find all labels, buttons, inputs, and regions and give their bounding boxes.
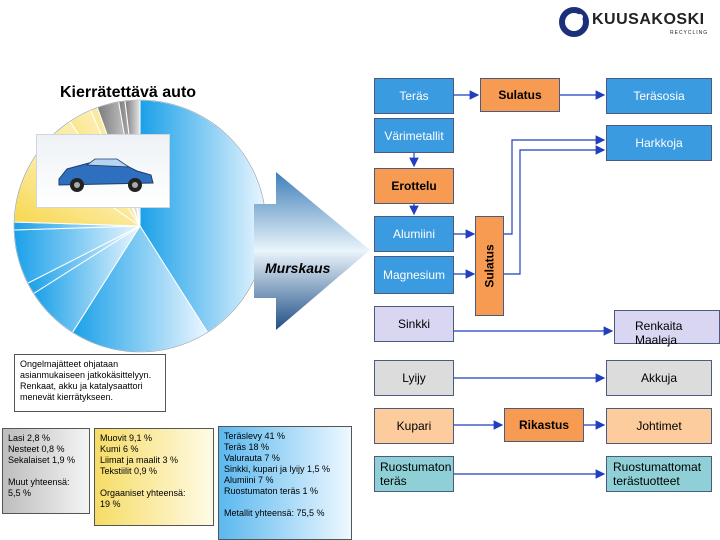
- box-sinkki: Sinkki: [374, 306, 454, 342]
- note-metals: Teräslevy 41 % Teräs 18 % Valurauta 7 % …: [218, 426, 352, 540]
- crushing-label: Murskaus: [265, 260, 331, 276]
- note-organic-materials: Muovit 9,1 % Kumi 6 % Liimat ja maalit 3…: [94, 428, 214, 526]
- diagram-title: Kierrätettävä auto: [60, 84, 197, 101]
- note-other-materials: Lasi 2,8 % Nesteet 0,8 % Sekalaiset 1,9 …: [2, 428, 90, 514]
- box-lyijy: Lyijy: [374, 360, 454, 396]
- box-renkaita: Renkaita Maaleja: [614, 310, 720, 347]
- box-sulatus: Sulatus: [480, 78, 560, 112]
- car-icon: [58, 158, 154, 192]
- sulatus-vertical-label: Sulatus: [482, 244, 497, 288]
- car-image: [36, 134, 170, 208]
- logo-ring-icon: [559, 7, 589, 37]
- logo-name: KUUSAKOSKI: [592, 11, 705, 28]
- box-ruostumaton: Ruostumaton teräs: [374, 456, 454, 492]
- box-alumiini: Alumiini: [374, 216, 454, 252]
- logo-subtitle: RECYCLING: [670, 30, 709, 36]
- box-akkuja: Akkuja: [606, 360, 712, 396]
- crushing-arrow: [254, 172, 370, 330]
- box-rikastus: Rikastus: [504, 408, 584, 442]
- box-kupari: Kupari: [374, 408, 454, 444]
- company-logo: KUUSAKOSKI RECYCLING: [558, 6, 718, 40]
- box-teras: Teräs: [374, 78, 454, 114]
- box-ruostumattomat: Ruostumattomat terästuotteet: [606, 456, 712, 492]
- box-harkkoja: Harkkoja: [606, 125, 712, 161]
- note-hazardous-waste: Ongelmajätteet ohjataan asianmukaiseen j…: [14, 354, 166, 412]
- box-terasosia: Teräsosia: [606, 78, 712, 114]
- box-johtimet: Johtimet: [606, 408, 712, 444]
- box-sulatus-vertical: Sulatus: [475, 216, 504, 316]
- box-erottelu: Erottelu: [374, 168, 454, 204]
- box-magnesium: Magnesium: [374, 256, 454, 294]
- box-varimetallit: Värimetallit: [374, 118, 454, 153]
